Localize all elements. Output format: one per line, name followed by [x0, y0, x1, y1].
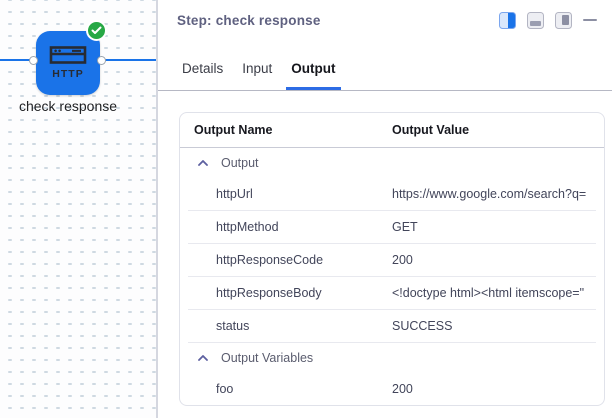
- layout-modal-icon[interactable]: [555, 11, 572, 29]
- panel-toolbar: [499, 11, 597, 29]
- step-inspector-panel: Step: check response Details Input Outpu…: [158, 0, 612, 418]
- workflow-canvas[interactable]: HTTP check response: [0, 0, 158, 418]
- table-row: httpResponseCode 200: [180, 244, 604, 276]
- row-name: httpMethod: [216, 220, 279, 234]
- tab-input[interactable]: Input: [242, 61, 273, 76]
- row-name: httpResponseCode: [216, 253, 324, 267]
- row-value: 200: [392, 382, 413, 396]
- edge-incoming: [0, 59, 34, 61]
- tab-output[interactable]: Output: [286, 55, 341, 90]
- chevron-up-icon[interactable]: [198, 355, 208, 361]
- row-separator: [188, 210, 596, 211]
- table-row: httpMethod GET: [180, 211, 604, 243]
- table-row: foo 200: [180, 373, 604, 405]
- node-output-port[interactable]: [96, 55, 106, 65]
- node-label: check response: [18, 98, 118, 114]
- row-separator: [188, 243, 596, 244]
- http-icon: HTTP: [49, 46, 87, 80]
- table-row: status SUCCESS: [180, 310, 604, 342]
- table-row: httpUrl https://www.google.com/search?q=: [180, 178, 604, 210]
- svg-text:HTTP: HTTP: [52, 68, 83, 80]
- node-input-port[interactable]: [28, 55, 38, 65]
- row-separator: [188, 342, 596, 343]
- panel-header: Step: check response: [158, 0, 612, 40]
- check-icon: [91, 26, 102, 34]
- row-name: status: [216, 319, 250, 333]
- row-value: 200: [392, 253, 413, 267]
- row-value: SUCCESS: [392, 319, 453, 333]
- table-header: Output Name Output Value: [180, 113, 604, 148]
- row-name: foo: [216, 382, 234, 396]
- layout-bottom-panel-icon[interactable]: [527, 11, 544, 29]
- row-value: <!doctype html><html itemscope=": [392, 286, 585, 300]
- edge-outgoing: [100, 59, 158, 61]
- minimize-icon[interactable]: [583, 18, 597, 22]
- group-label: Output Variables: [221, 351, 314, 365]
- panel-divider[interactable]: [156, 0, 158, 418]
- tab-bar: Details Input Output: [158, 55, 612, 91]
- group-row-output-variables[interactable]: Output Variables: [180, 343, 604, 373]
- output-table: Output Name Output Value Output httpUrl …: [179, 112, 605, 406]
- group-row-output[interactable]: Output: [180, 148, 604, 178]
- layout-split-right-icon[interactable]: [499, 11, 516, 29]
- success-check-badge: [86, 20, 107, 41]
- row-separator: [188, 309, 596, 310]
- column-header-output-value: Output Value: [392, 123, 470, 137]
- column-header-output-name: Output Name: [194, 123, 273, 137]
- row-value: GET: [392, 220, 418, 234]
- row-value: https://www.google.com/search?q=: [392, 187, 587, 201]
- row-separator: [188, 276, 596, 277]
- tab-details[interactable]: Details: [182, 61, 224, 76]
- row-name: httpUrl: [216, 187, 253, 201]
- row-name: httpResponseBody: [216, 286, 322, 300]
- panel-title: Step: check response: [177, 12, 321, 28]
- table-row: httpResponseBody <!doctype html><html it…: [180, 277, 604, 309]
- http-task-node[interactable]: HTTP: [36, 31, 100, 95]
- group-label: Output: [221, 156, 259, 170]
- chevron-up-icon[interactable]: [198, 160, 208, 166]
